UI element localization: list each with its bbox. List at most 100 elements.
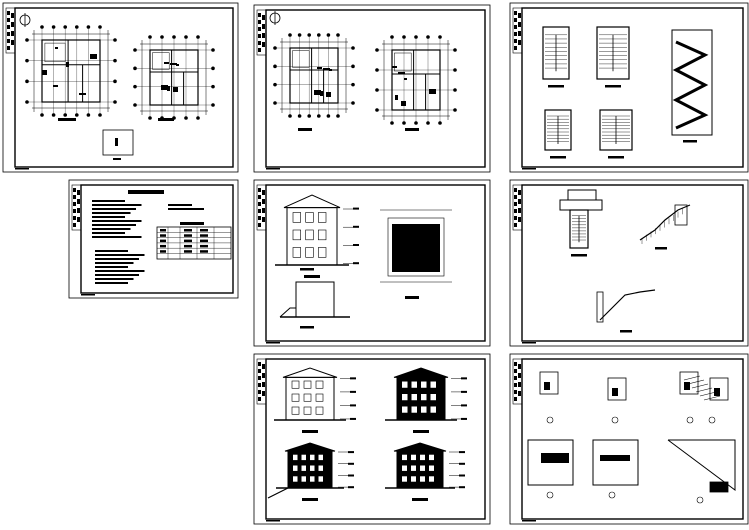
window (318, 229, 327, 241)
fixture (323, 68, 330, 70)
axis-bubble (133, 66, 137, 71)
sheet-number-mark (522, 342, 536, 344)
title-block-mark (77, 199, 80, 204)
fixture (66, 62, 69, 67)
elevation-title (302, 498, 318, 501)
fixture (176, 64, 179, 66)
axis-bubble (25, 38, 29, 42)
floor-plan (375, 35, 457, 125)
axis-bubble (25, 58, 29, 63)
fixture (314, 90, 321, 95)
title-block-mark (514, 202, 517, 206)
title-block-frame (256, 9, 267, 56)
title-block-mark (258, 383, 261, 387)
detail-section (612, 388, 618, 396)
axis-bubble (375, 108, 379, 112)
axis-bubble (326, 114, 331, 118)
title-block-frame (512, 184, 523, 231)
axis-bubble (63, 25, 67, 29)
fixture (317, 67, 322, 69)
detail-callout (546, 416, 554, 424)
notes-text (168, 208, 204, 210)
window (291, 406, 300, 415)
elevation (274, 367, 356, 433)
fixture (161, 85, 168, 90)
window (315, 380, 324, 389)
column (596, 291, 604, 323)
axis-bubble (113, 38, 117, 42)
axis-bubble (196, 35, 200, 39)
facade (286, 207, 338, 266)
window (430, 381, 436, 388)
table-cell (160, 234, 166, 237)
roof (284, 442, 336, 452)
sheet-sections-roof (253, 179, 491, 347)
window (421, 381, 427, 388)
stair-outline (596, 26, 630, 80)
axis-bubble (211, 103, 215, 107)
window (315, 393, 324, 402)
title-block-frame (71, 184, 82, 231)
axis-bubble (375, 88, 379, 92)
title-block-mark (77, 208, 80, 213)
axis-bubble (172, 35, 176, 39)
window (292, 212, 301, 223)
title-block-mark (518, 190, 521, 195)
title-block-mark (518, 208, 521, 213)
axis-bubble (375, 68, 379, 72)
axis-bubble (63, 113, 67, 117)
notes-text (92, 200, 125, 202)
title-block-mark (262, 217, 265, 222)
title-block-mark (258, 376, 261, 380)
stair-tread (695, 387, 713, 393)
notes-text (168, 204, 192, 206)
table-title (180, 222, 204, 225)
detail-section (684, 382, 690, 390)
level-text (353, 225, 359, 228)
title-block-frame (256, 358, 267, 405)
title-block-mark (518, 217, 521, 222)
table-cell (200, 239, 208, 243)
stair-tread (703, 395, 721, 401)
window (411, 406, 417, 413)
title-block-mark (258, 362, 261, 366)
window (301, 454, 306, 461)
title-block-mark (514, 46, 517, 50)
title-block-mark (258, 188, 261, 192)
title-block-mark (258, 41, 261, 45)
axis-bubble (288, 33, 292, 37)
window (411, 381, 417, 388)
title-block-mark (258, 48, 261, 52)
detail-callout (546, 491, 554, 499)
title-block-mark (514, 11, 517, 15)
notes-title (128, 190, 164, 194)
window (310, 454, 315, 461)
title-block-mark (11, 40, 14, 45)
axis-bubble (133, 84, 137, 89)
window (420, 454, 425, 461)
stair-outline (542, 26, 570, 80)
section-fill (600, 455, 630, 461)
window (318, 212, 327, 223)
window (318, 465, 323, 471)
fixture (170, 63, 177, 65)
axis-bubble (113, 79, 117, 84)
platform (559, 199, 603, 211)
detail-callout (611, 416, 619, 424)
level-text (461, 377, 467, 380)
window (310, 476, 315, 482)
platform (567, 189, 597, 201)
title-block-mark (258, 195, 261, 199)
fixture (395, 95, 398, 100)
window (429, 476, 434, 482)
notes-text (92, 208, 136, 210)
detail-title (113, 158, 121, 160)
window (318, 476, 323, 482)
detail-outline (607, 377, 627, 401)
stair-plan (569, 209, 589, 257)
level-text (461, 404, 467, 407)
title-block-mark (262, 373, 265, 378)
sheet-floor-plans-2 (253, 4, 491, 173)
window (292, 229, 301, 241)
notes-text (95, 266, 128, 268)
